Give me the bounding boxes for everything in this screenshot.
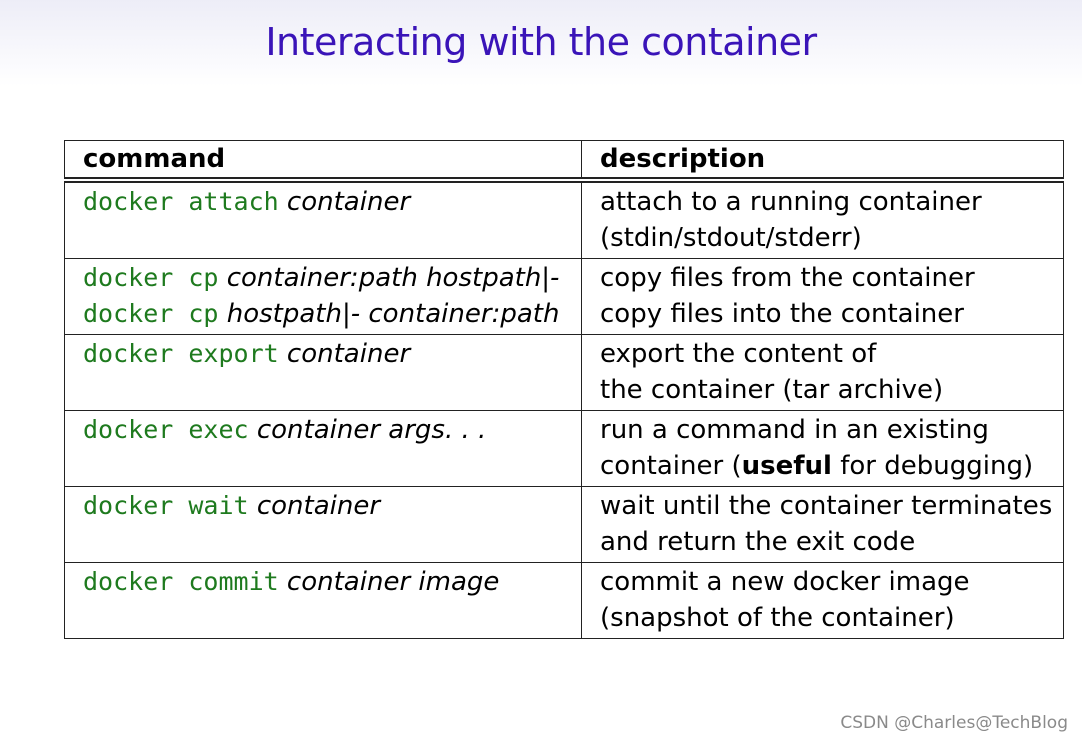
description-cell: attach to a running container (stdin/std…: [581, 179, 1064, 259]
command-args: container: [278, 339, 411, 369]
description-line: container (useful for debugging): [600, 448, 1063, 484]
description-line: wait until the container terminates: [600, 491, 1053, 521]
command-cell: docker cp container:path hostpath|- dock…: [64, 258, 582, 335]
command-args: hostpath|- container:path: [218, 299, 560, 329]
description-text: for debugging): [831, 451, 1034, 481]
command-line: docker exec container args. . .: [83, 412, 581, 448]
description-cell: export the content of the container (tar…: [581, 334, 1064, 411]
command-code: docker export: [83, 339, 279, 368]
description-line: attach to a running container: [600, 187, 982, 217]
command-args: container image: [278, 567, 500, 597]
command-args: container: [278, 187, 411, 217]
command-line: docker cp container:path hostpath|-: [83, 260, 581, 296]
description-line: commit a new docker image: [600, 567, 970, 597]
table-row: docker exec container args. . . run a co…: [64, 410, 1064, 487]
command-code: docker cp: [83, 299, 219, 328]
title-band: [0, 0, 1082, 86]
command-column-header: command: [64, 140, 582, 181]
slide-title: Interacting with the container: [265, 20, 817, 64]
command-line: docker commit container image: [83, 564, 581, 600]
command-code: docker wait: [83, 491, 249, 520]
description-cell: wait until the container terminates and …: [581, 486, 1064, 563]
emphasis-text: useful: [741, 451, 832, 481]
description-cell: run a command in an existing container (…: [581, 410, 1064, 487]
command-cell: docker commit container image: [64, 562, 582, 639]
command-line: docker attach container: [83, 184, 581, 220]
command-table: command description docker attach contai…: [64, 140, 1064, 639]
command-cell: docker export container: [64, 334, 582, 411]
description-cell: commit a new docker image (snapshot of t…: [581, 562, 1064, 639]
command-args: container: [248, 491, 381, 521]
table-row: docker export container export the conte…: [64, 334, 1064, 411]
description-line: (stdin/stdout/stderr): [600, 223, 862, 253]
table-row: docker commit container image commit a n…: [64, 562, 1064, 639]
table-row: docker wait container wait until the con…: [64, 486, 1064, 563]
command-line: docker export container: [83, 336, 581, 372]
description-line: and return the exit code: [600, 527, 916, 557]
description-line: export the content of: [600, 339, 877, 369]
command-cell: docker attach container: [64, 179, 582, 259]
command-code: docker commit: [83, 567, 279, 596]
description-cell: copy files from the container copy files…: [581, 258, 1064, 335]
table-row: docker cp container:path hostpath|- dock…: [64, 258, 1064, 335]
command-args: container args. . .: [248, 415, 487, 445]
description-column-header: description: [581, 140, 1064, 181]
watermark: CSDN @Charles@TechBlog: [840, 713, 1068, 733]
description-line: run a command in an existing: [600, 415, 989, 445]
description-line: the container (tar archive): [600, 375, 944, 405]
command-line: docker cp hostpath|- container:path: [83, 296, 581, 332]
command-code: docker exec: [83, 415, 249, 444]
command-cell: docker wait container: [64, 486, 582, 563]
command-line: docker wait container: [83, 488, 581, 524]
command-code: docker attach: [83, 187, 279, 216]
command-code: docker cp: [83, 263, 219, 292]
description-text: container (: [600, 451, 742, 481]
description-line: copy files from the container: [600, 263, 975, 293]
description-line: (snapshot of the container): [600, 603, 955, 633]
command-args: container:path hostpath|-: [218, 263, 560, 293]
command-cell: docker exec container args. . .: [64, 410, 582, 487]
description-line: copy files into the container: [600, 299, 964, 329]
table-header-row: command description: [64, 140, 1064, 181]
table-row: docker attach container attach to a runn…: [64, 179, 1064, 259]
